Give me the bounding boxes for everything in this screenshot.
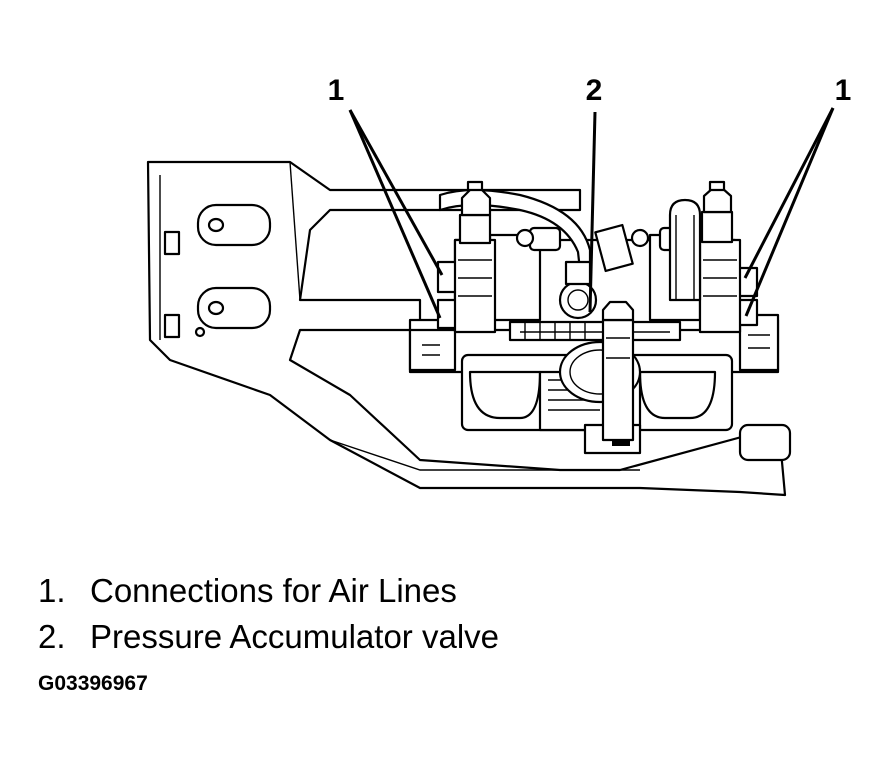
right-air-connections bbox=[668, 180, 780, 372]
legend-item-1: 1. Connections for Air Lines bbox=[38, 568, 499, 614]
legend-number: 1. bbox=[38, 572, 66, 609]
callout-left: 1 bbox=[328, 74, 345, 107]
legend: 1. Connections for Air Lines 2. Pressure… bbox=[38, 568, 499, 660]
legend-label: Connections for Air Lines bbox=[90, 572, 457, 609]
legend-number: 2. bbox=[38, 618, 66, 655]
leader-lines bbox=[348, 107, 835, 319]
legend-item-2: 2. Pressure Accumulator valve bbox=[38, 614, 499, 660]
frame-bracket bbox=[146, 160, 792, 497]
callout-right: 1 bbox=[835, 74, 852, 107]
pressure-accumulator-valve bbox=[558, 260, 642, 442]
left-air-connections bbox=[408, 180, 497, 372]
legend-label: Pressure Accumulator valve bbox=[90, 618, 500, 655]
figure-id: G03396967 bbox=[38, 672, 148, 695]
callout-center: 2 bbox=[586, 74, 603, 107]
valve-block-diagram: 1 2 1 bbox=[146, 74, 852, 497]
